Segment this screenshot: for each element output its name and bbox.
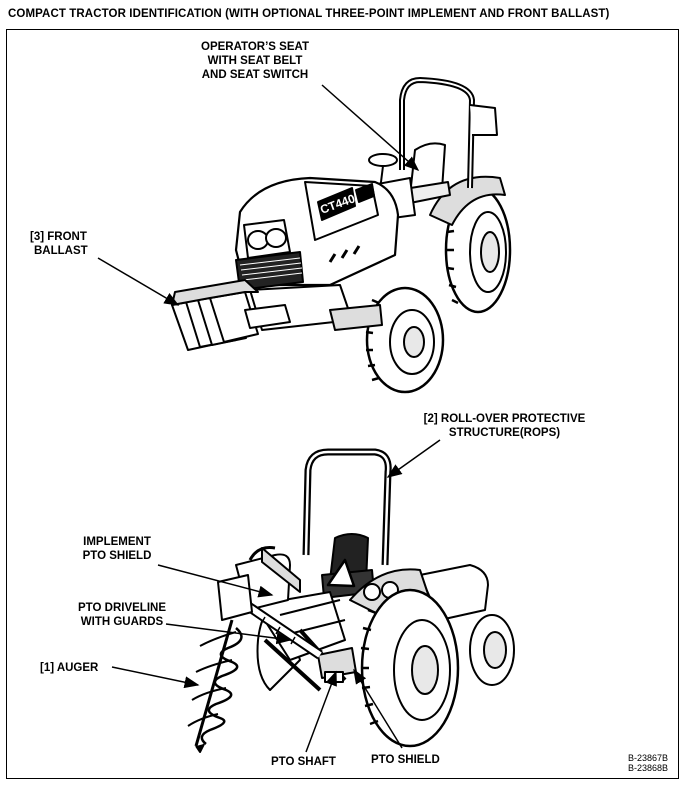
arrow-pto-driveline [165, 623, 292, 645]
arrow-rops [386, 439, 441, 478]
label-pto-driveline: PTO DRIVELINE WITH GUARDS [78, 602, 166, 628]
arrow-auger [111, 666, 200, 689]
figure-frame [6, 29, 679, 779]
arrow-front-ballast [97, 257, 180, 306]
label-pto-shield: PTO SHIELD [371, 754, 440, 766]
label-rops: [2] ROLL-OVER PROTECTIVE STRUCTURE(ROPS) [423, 413, 586, 439]
arrow-implement-pto-shield [157, 564, 274, 598]
label-auger: [1] AUGER [40, 662, 99, 674]
label-implement-pto-shield: IMPLEMENT PTO SHIELD [82, 536, 152, 562]
label-front-ballast: [3] FRONT BALLAST [30, 231, 88, 257]
front-tire-bottom [469, 614, 515, 686]
figure-codes: B-23867B B-23868B [628, 753, 669, 773]
page-title: COMPACT TRACTOR IDENTIFICATION (WITH OPT… [8, 8, 610, 20]
front-view-tractor: CT440 [171, 77, 512, 394]
arrow-pto-shield [353, 668, 403, 749]
arrow-operators-seat [321, 84, 420, 171]
rops-top [399, 77, 475, 189]
arrow-pto-shaft [305, 670, 337, 753]
front-tire-top [365, 286, 445, 394]
label-operators-seat: OPERATOR’S SEAT WITH SEAT BELT AND SEAT … [201, 41, 309, 81]
rear-tire-bottom [360, 588, 460, 748]
front-ballast-weights [171, 279, 291, 351]
label-pto-shaft: PTO SHAFT [271, 756, 336, 768]
rear-view-tractor [187, 448, 515, 753]
auger [187, 619, 243, 753]
callout-arrows [97, 84, 441, 753]
